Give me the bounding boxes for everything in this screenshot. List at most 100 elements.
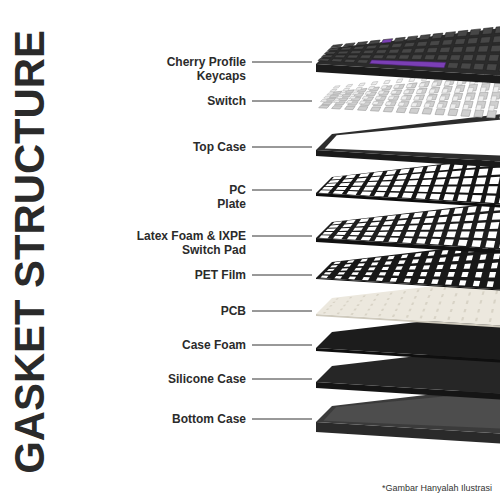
pcb-pad	[337, 313, 340, 315]
keycap	[427, 48, 438, 53]
foam-hole	[474, 232, 484, 238]
switch-top	[442, 89, 449, 94]
switch-body	[438, 102, 448, 108]
film-hole	[401, 254, 409, 258]
switch-top	[371, 82, 378, 85]
pcb-pad	[493, 300, 496, 304]
keycap	[353, 46, 365, 50]
pcb-pad	[346, 301, 349, 303]
plate-hole	[383, 176, 394, 181]
switch-top	[439, 96, 446, 101]
foam-hole	[446, 232, 456, 238]
keycap	[343, 43, 355, 47]
foam-hole	[465, 215, 475, 221]
foam-hole	[458, 240, 468, 246]
pcb-pad	[329, 305, 332, 306]
plate-hole	[402, 193, 413, 198]
film-hole	[459, 280, 467, 285]
plate-hole	[374, 192, 385, 197]
plate-hole	[336, 187, 347, 190]
keycap	[324, 51, 336, 54]
keycap	[376, 50, 388, 54]
leader-lines	[252, 62, 312, 419]
leader-line	[252, 101, 312, 102]
switch-top	[403, 90, 410, 94]
keycap	[419, 35, 430, 41]
leader-line	[252, 190, 312, 191]
pcb-pad	[430, 288, 433, 291]
film-hole	[395, 266, 403, 270]
film-hole	[436, 265, 444, 270]
plate-hole	[464, 170, 475, 177]
keycap	[429, 40, 440, 46]
keycap	[447, 63, 459, 69]
switch-top	[321, 100, 328, 102]
switch-top	[478, 96, 485, 101]
foam-hole	[492, 213, 500, 220]
leader-line	[252, 147, 312, 148]
pcb-pad	[340, 309, 343, 311]
switch-top	[411, 103, 418, 107]
film-hole	[393, 272, 401, 276]
switch-top	[432, 82, 439, 87]
keycap	[432, 33, 443, 39]
switch-top	[333, 86, 340, 89]
pcb-pad	[392, 315, 395, 317]
plate-hole	[369, 177, 380, 181]
foam-hole	[326, 228, 337, 231]
keycap	[493, 36, 500, 43]
part-label: Cherry Profile Keycaps	[150, 55, 246, 83]
switch-top	[437, 104, 444, 109]
film-hole	[384, 261, 392, 265]
pcb-pad	[349, 297, 352, 299]
foam-hole	[361, 237, 372, 241]
foam-hole	[444, 239, 454, 245]
switch-top	[426, 96, 433, 100]
switch-body	[427, 94, 437, 100]
foam-hole	[386, 215, 396, 220]
pcb-pad	[387, 298, 390, 300]
foam-hole	[485, 241, 495, 248]
plate-hole	[446, 186, 457, 192]
keycap	[486, 64, 497, 71]
pcb-pad	[326, 309, 330, 310]
switch-top	[488, 105, 495, 111]
pcb-pad	[414, 296, 417, 299]
keycap	[450, 55, 461, 61]
plate-hole	[388, 192, 399, 197]
foam-hole	[451, 216, 461, 222]
pcb-pad	[436, 309, 439, 312]
switch-body	[402, 95, 412, 100]
switch-top	[491, 96, 497, 102]
keycap	[442, 39, 453, 45]
keycap	[369, 40, 381, 44]
film-hole	[376, 277, 384, 281]
plate-hole	[349, 187, 360, 191]
pcb-pad	[406, 315, 409, 318]
foam-hole	[319, 235, 330, 238]
part-label: Bottom Case	[126, 412, 246, 426]
keycap	[467, 37, 478, 44]
keycap	[328, 48, 340, 51]
foam-hole	[421, 225, 431, 230]
keycap	[404, 42, 416, 47]
switch-top	[333, 100, 340, 103]
plate-hole	[443, 194, 454, 200]
plate-hole	[372, 172, 383, 177]
switch-top	[406, 84, 413, 88]
foam-hole	[394, 226, 404, 230]
pcb-pad	[447, 317, 450, 320]
switch-body	[407, 83, 417, 88]
plate-hole	[352, 182, 363, 186]
film-hole	[333, 262, 341, 265]
latex-foam	[316, 200, 500, 250]
keycap	[488, 55, 499, 62]
film-hole	[341, 268, 349, 271]
keycap	[360, 55, 372, 59]
foam-hole	[432, 232, 442, 237]
switch-top	[465, 96, 472, 101]
switch-top	[493, 87, 499, 93]
film-hole	[387, 256, 395, 260]
plate-hole	[391, 187, 402, 192]
